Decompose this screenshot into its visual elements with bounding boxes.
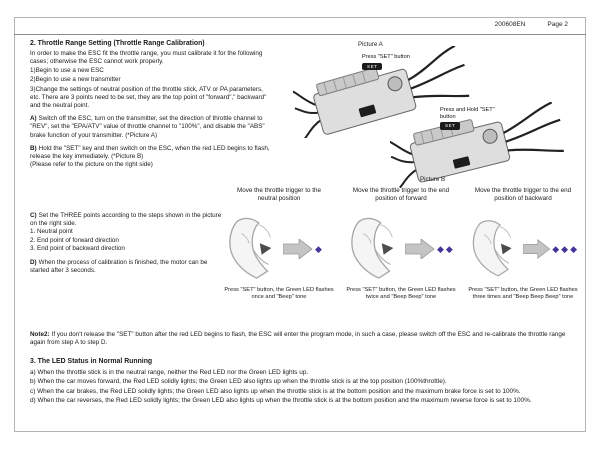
step-b-label: B) (30, 144, 37, 152)
page-border (14, 17, 586, 432)
header-rule (14, 34, 586, 35)
led-status-item: b) When the car moves forward, the Red L… (30, 378, 447, 386)
picture-a-label: Picture A (358, 41, 383, 48)
led-status-item: a) When the throttle stick is in the neu… (30, 368, 309, 376)
move-instruction: Move the throttle trigger to the neutral… (236, 187, 321, 202)
point-item: 1. Neutral point (30, 228, 73, 236)
block-arrow-icon (283, 239, 313, 259)
press-instruction: Press "SET" button, the Green LED flashe… (346, 287, 456, 301)
picture-b-callout: Press and Hold "SET" button SET (440, 107, 498, 130)
led-flash-diamonds: ◆◆ (437, 243, 455, 254)
step-b-text: Hold the "SET" key and then switch on th… (30, 144, 270, 160)
step-c-paragraph: C)Set the THREE points according to the … (30, 212, 226, 253)
led-status-item: d) When the car reverses, the Red LED so… (30, 396, 532, 404)
led-flash-diamonds: ◆ (315, 243, 324, 254)
section-2-intro: In order to make the ESC fit the throttl… (30, 49, 263, 66)
step-a-paragraph: A)Switch off the ESC, turn on the transm… (30, 115, 270, 140)
step-d-text: When the process of calibration is finis… (30, 258, 208, 275)
calibration-step-3: Move the throttle trigger to the end pos… (466, 187, 580, 301)
point-item: 3. End point of backward direction (30, 244, 125, 252)
section-2: 2. Throttle Range Setting (Throttle Rang… (30, 40, 270, 170)
press-instruction: Press "SET" button, the Green LED flashe… (468, 287, 578, 301)
throttle-trigger-icon (351, 217, 394, 279)
section-2-title: 2. Throttle Range Setting (Throttle Rang… (30, 40, 205, 47)
step-d-paragraph: D)When the process of calibration is fin… (30, 259, 226, 275)
move-instruction: Move the throttle trigger to the end pos… (352, 187, 450, 202)
case-item: 2)Begin to use a new transmitter (30, 76, 121, 84)
picture-a-callout: Press "SET" button SET (362, 54, 424, 71)
calibration-step-2: Move the throttle trigger to the end pos… (344, 187, 458, 301)
throttle-trigger-icon (472, 220, 512, 277)
block-arrow-icon (405, 239, 435, 259)
block-arrow-icon (522, 239, 550, 259)
led-status-item: c) When the car brakes, the Red LED soli… (30, 387, 521, 395)
calibration-steps: Move the throttle trigger to the neutral… (222, 187, 580, 301)
step-d-label: D) (30, 258, 37, 266)
press-instruction: Press "SET" button, the Green LED flashe… (224, 287, 334, 301)
esc-board-illustration-a (293, 46, 470, 138)
picture-b-label: Picture B (420, 176, 446, 183)
case-item: 1)Begin to use a new ESC (30, 67, 104, 75)
section-3-title: 3. The LED Status in Normal Running (30, 358, 153, 365)
note-2-text: If you don't release the "SET" button af… (30, 331, 566, 347)
step-a-label: A) (30, 115, 37, 123)
calibration-step-1: Move the throttle trigger to the neutral… (222, 187, 336, 301)
trigger-illustration: ◆◆ (345, 213, 457, 285)
throttle-trigger-icon (229, 217, 272, 279)
step-a-text: Switch off the ESC, turn on the transmit… (30, 115, 265, 139)
note-2-label: Note2: (30, 331, 50, 338)
note-2: Note2:If you don't release the "SET" but… (30, 331, 578, 347)
section-3: 3. The LED Status in Normal Running a) W… (30, 358, 575, 406)
picture-b-callout-text: Press and Hold "SET" button (440, 107, 495, 120)
trigger-illustration: ◆ (223, 213, 335, 285)
set-button: SET (362, 62, 383, 71)
step-c-label: C) (30, 212, 37, 219)
case-item: 3)Change the settings of neutral positio… (30, 85, 267, 109)
doc-code: 200608EN (494, 21, 526, 28)
set-button: SET (440, 122, 461, 130)
trigger-illustration: ◆◆◆ (467, 213, 579, 285)
page-header: 200608EN Page 2 (495, 21, 568, 28)
led-flash-diamonds: ◆◆◆ (552, 243, 579, 254)
step-b-paragraph: B)Hold the "SET" key and then switch on … (30, 145, 270, 170)
step-c-text: Set the THREE points according to the st… (30, 212, 222, 228)
picture-a-callout-text: Press "SET" button (362, 54, 410, 60)
move-instruction: Move the throttle trigger to the end pos… (474, 187, 572, 202)
steps-cd: C)Set the THREE points according to the … (30, 212, 226, 281)
page-number: Page 2 (547, 21, 568, 28)
step-b-note: (Please refer to the picture on the righ… (30, 161, 153, 169)
point-item: 2. End point of forward direction (30, 236, 119, 244)
